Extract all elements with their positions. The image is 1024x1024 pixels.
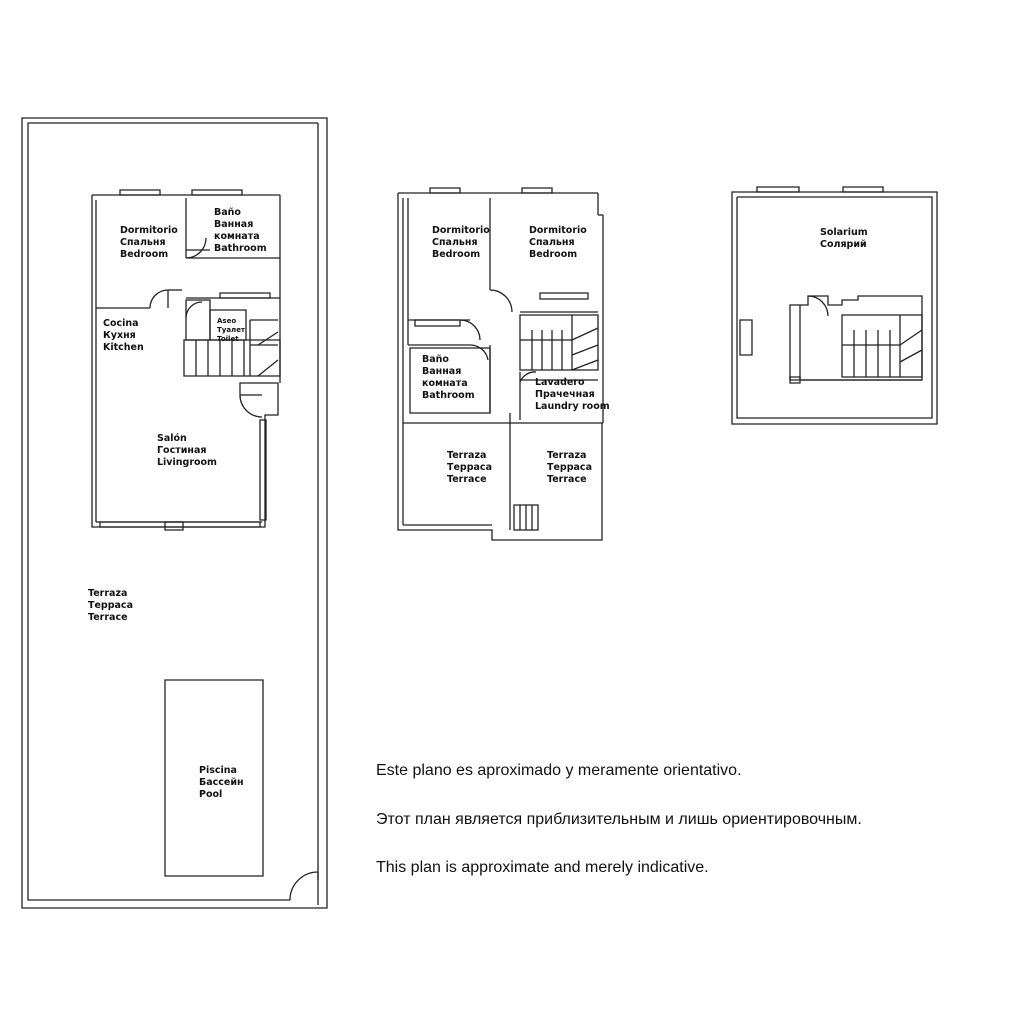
first-floor-stairs: [520, 315, 598, 370]
ground-floor-plan: [22, 118, 327, 908]
pool-outline: [165, 680, 263, 876]
first-floor-plan: [398, 188, 603, 540]
roof-stairs: [842, 315, 922, 377]
disclaimer-english: This plan is approximate and merely indi…: [376, 859, 709, 876]
plot-boundary-outer: [22, 118, 327, 908]
plot-boundary-inner: [28, 123, 318, 900]
disclaimer-spanish: Este plano es aproximado y meramente ori…: [376, 762, 742, 779]
roof-plan: [732, 187, 937, 424]
gate-door-arc: [290, 872, 318, 900]
disclaimer-russian: Этот план является приблизительным и лиш…: [376, 811, 862, 828]
